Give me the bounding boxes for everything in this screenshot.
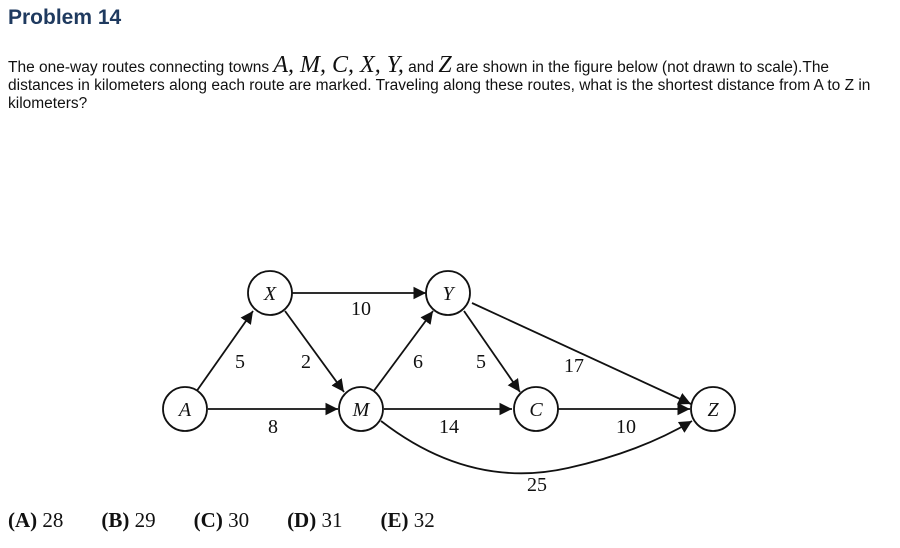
- town-z-math: Z: [438, 52, 452, 78]
- choice-e[interactable]: (E) 32: [380, 508, 434, 533]
- node-z: [690, 386, 736, 432]
- statement-part-1: The one-way routes connecting towns: [8, 59, 274, 76]
- choice-letter: (E): [380, 508, 409, 532]
- node-label-y: Y: [442, 283, 455, 305]
- choice-value: 32: [413, 508, 435, 532]
- towns-math: A, M, C, X, Y,: [273, 52, 404, 78]
- answer-choices: (A) 28 (B) 29 (C) 30 (D) 31 (E) 32: [8, 508, 473, 533]
- node-x: [247, 270, 293, 316]
- edge-m-y: [372, 310, 434, 393]
- choice-c[interactable]: (C) 30: [194, 508, 249, 533]
- choice-letter: (D): [287, 508, 317, 532]
- edge-a-x: [195, 310, 254, 393]
- node-label-a: A: [177, 399, 192, 421]
- node-y: [425, 270, 471, 316]
- statement-part-3: are shown in the figure below (not drawn…: [8, 59, 871, 112]
- edge-m-z: [380, 420, 693, 475]
- edge-label-y-z: 17: [564, 355, 584, 377]
- edge-x-m: [284, 310, 345, 393]
- edge-label-m-y: 6: [413, 351, 423, 373]
- node-label-x: X: [263, 283, 277, 305]
- node-c: [513, 386, 559, 432]
- edge-label-a-m: 8: [268, 416, 278, 438]
- node-label-c: C: [529, 399, 543, 421]
- statement-part-2: and: [403, 59, 439, 76]
- node-a: [162, 386, 208, 432]
- edge-label-x-m: 2: [301, 351, 311, 373]
- edge-label-x-y: 10: [351, 298, 371, 320]
- choice-a[interactable]: (A) 28: [8, 508, 63, 533]
- problem-title: Problem 14: [8, 6, 122, 29]
- edge-label-c-z: 10: [616, 416, 636, 438]
- choice-value: 29: [134, 508, 156, 532]
- node-label-m: M: [352, 399, 371, 421]
- node-label-z: Z: [707, 399, 719, 421]
- edge-y-z: [471, 302, 692, 405]
- choice-letter: (C): [193, 508, 223, 532]
- problem-statement: The one-way routes connecting towns A, M…: [8, 53, 892, 113]
- edge-label-m-z: 25: [527, 474, 547, 496]
- choice-letter: (B): [101, 508, 130, 532]
- route-graph: A X M Y C Z 5 2 8 10 6 5 17 14 10 25: [162, 270, 736, 496]
- node-m: [338, 386, 384, 432]
- edge-label-m-c: 14: [439, 416, 459, 438]
- choice-value: 30: [228, 508, 250, 532]
- edge-label-y-c: 5: [476, 351, 486, 373]
- choice-value: 28: [42, 508, 64, 532]
- choice-d[interactable]: (D) 31: [287, 508, 342, 533]
- edge-y-c: [463, 310, 521, 393]
- edge-label-a-x: 5: [235, 351, 245, 373]
- choice-letter: (A): [8, 508, 38, 532]
- choice-value: 31: [321, 508, 343, 532]
- choice-b[interactable]: (B) 29: [101, 508, 155, 533]
